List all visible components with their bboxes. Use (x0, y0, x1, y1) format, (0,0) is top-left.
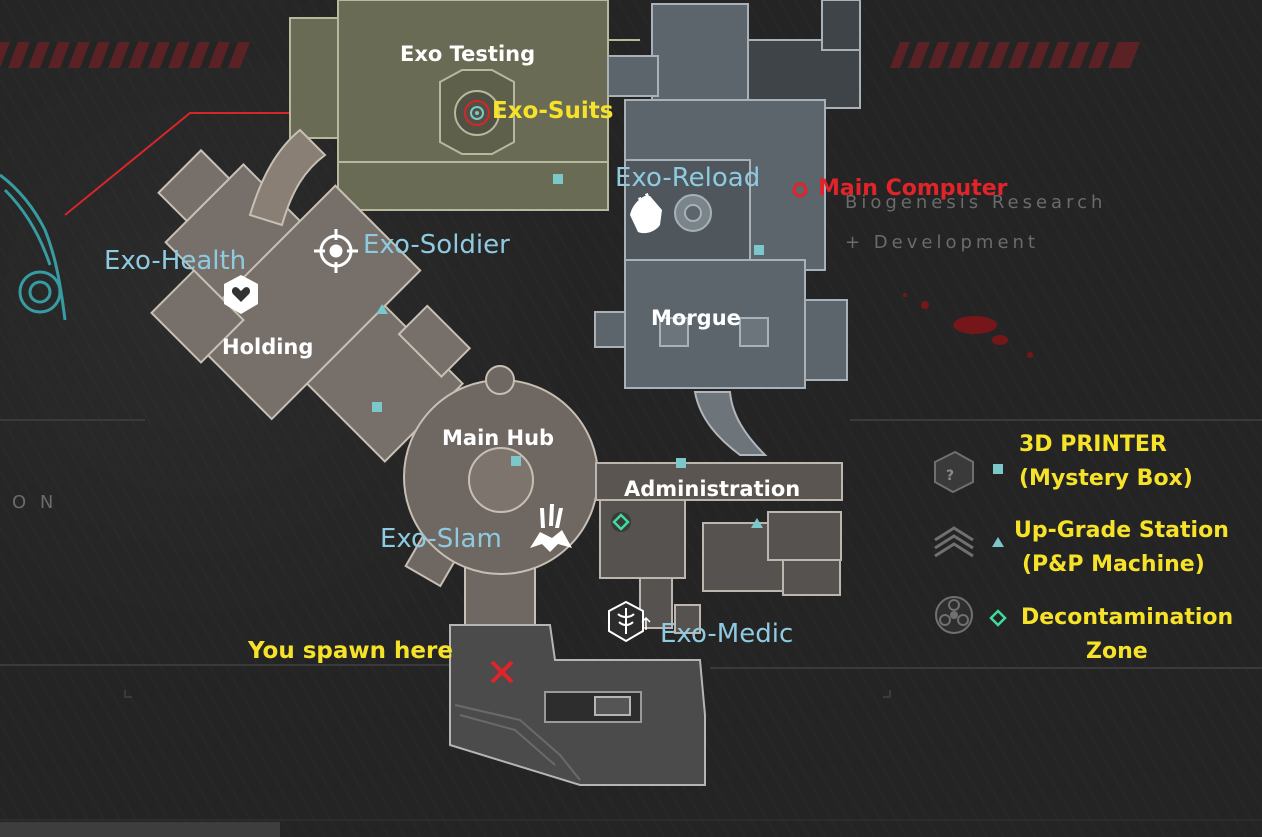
label-exo-reload: Exo-Reload (615, 163, 761, 193)
legend-printer-title: 3D PRINTER (1019, 432, 1167, 457)
exo-slam-burst-icon (530, 504, 572, 552)
label-exo-soldier: Exo-Soldier (363, 230, 510, 260)
label-exo-health: Exo-Health (104, 246, 247, 276)
background-frame-lines (0, 419, 1262, 837)
exo-health-heart-icon (224, 275, 258, 314)
legend-triangle-marker-icon (992, 537, 1004, 547)
upgrade-station-markers (376, 304, 763, 528)
legend-square-marker-icon (993, 464, 1003, 474)
svg-text:?: ? (946, 468, 954, 484)
label-holding: Holding (222, 335, 314, 359)
label-exo-slam: Exo-Slam (380, 524, 502, 554)
morgue-tube (693, 391, 768, 456)
administration-room (595, 462, 843, 634)
exo-soldier-crosshair-icon (314, 229, 358, 273)
decontamination-marker (611, 512, 631, 532)
label-main-hub: Main Hub (442, 426, 555, 450)
main-computer-icon (792, 182, 808, 198)
legend-upgrade-title: Up-Grade Station (1014, 518, 1229, 543)
exo-medic-icon (608, 600, 651, 643)
label-main-computer: Main Computer (818, 176, 1008, 201)
mystery-box-markers (372, 174, 764, 468)
label-spawn: You spawn here (248, 638, 453, 664)
legend-decon-subtitle: Zone (1086, 639, 1148, 664)
label-exo-testing: Exo Testing (400, 42, 536, 66)
teal-creature-graphic (0, 173, 67, 321)
legend-upgrade-icon (934, 526, 974, 558)
label-exo-suits: Exo-Suits (492, 98, 614, 124)
legend-biohazard-icon (935, 596, 973, 634)
exo-suits-target-icon (464, 100, 490, 126)
label-biogenesis-research: Biogenesis Research (845, 192, 1107, 213)
legend-printer-subtitle: (Mystery Box) (1019, 466, 1193, 491)
legend-upgrade-subtitle: (P&P Machine) (1022, 552, 1205, 577)
label-exo-medic: Exo-Medic (660, 619, 794, 649)
hazard-stripes (0, 42, 1140, 68)
morgue-room (594, 0, 861, 389)
holding-room (150, 128, 472, 463)
label-development: + Development (845, 232, 1039, 253)
label-edge-fragment: O N (12, 492, 58, 513)
spawn-x-marker (490, 660, 514, 684)
legend-printer-icon: ? (934, 450, 974, 494)
spawn-room (449, 624, 706, 786)
label-morgue: Morgue (651, 306, 741, 330)
blood-splatter (903, 293, 1033, 358)
label-administration: Administration (624, 477, 801, 501)
legend-decon-title: Decontamination (1021, 605, 1234, 630)
legend-diamond-marker-icon (989, 609, 1007, 627)
exo-reload-hand-icon (630, 192, 662, 234)
